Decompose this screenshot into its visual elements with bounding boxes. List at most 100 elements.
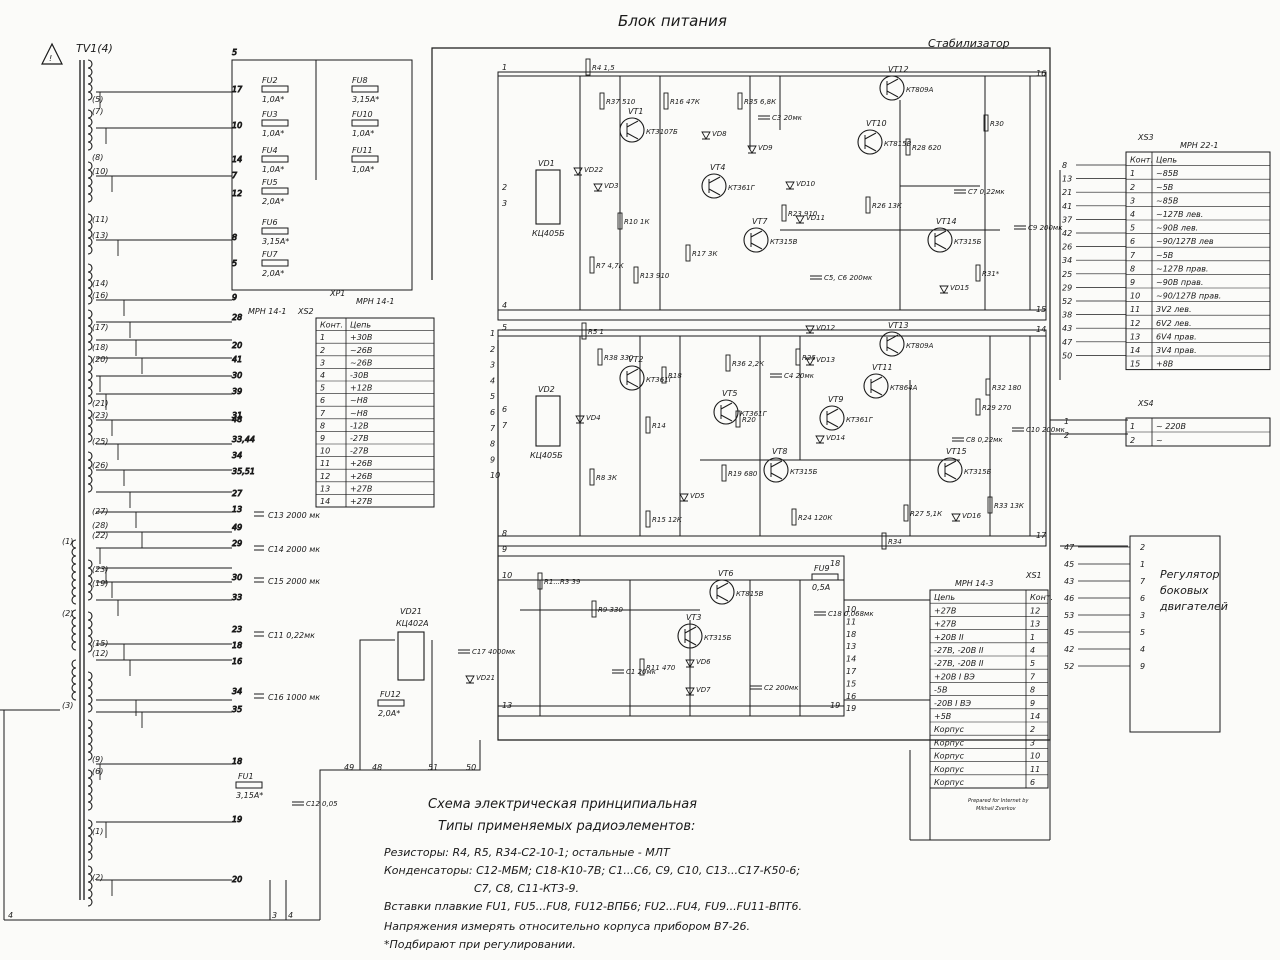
xs3-pin: 42 (1062, 229, 1072, 238)
xs3-cell: ~127В лев. (1156, 210, 1203, 219)
resistor: R29 270 (975, 398, 1012, 416)
xs3-pin: 52 (1062, 297, 1072, 306)
xs1-cell: 12 (1030, 606, 1040, 615)
xp1-cell: +26В (350, 459, 372, 468)
svg-text:C18 0,068мк: C18 0,068мк (828, 610, 874, 618)
xs1-cell: 5 (1030, 659, 1035, 668)
xs3-pin: 25 (1062, 270, 1072, 279)
svg-text:FU3: FU3 (262, 110, 278, 119)
left-pin-number: 12 (232, 189, 242, 198)
xs3-cell: 12 (1130, 319, 1140, 328)
svg-text:R1...R3 39: R1...R3 39 (544, 578, 581, 586)
xs1-cell: 8 (1030, 686, 1035, 695)
svg-text:R11 470: R11 470 (646, 664, 676, 672)
notes-line-5: Напряжения измерять относительно корпуса… (384, 920, 750, 933)
left-pin-number: 29 (232, 539, 242, 548)
connector-xp1: МРН 14-1 XS2 XP1 МРН 14-1 Конт.Цепь1+30В… (248, 289, 435, 508)
xs3-cell: 1 (1130, 169, 1135, 178)
primary-winding-label: (2) (62, 609, 73, 618)
left-pin-number: 35 (232, 705, 242, 714)
svg-text:C3 20мк: C3 20мк (772, 114, 803, 122)
svg-text:КТ3107Б: КТ3107Б (646, 128, 678, 136)
left-pin-number: 20 (232, 341, 242, 350)
capacitor: C4 20мк (770, 372, 815, 380)
winding-label: (13) (92, 231, 108, 240)
svg-text:R16 47К: R16 47К (670, 98, 701, 106)
regulator-label-2: боковых (1160, 584, 1209, 597)
regulator-pin: 42 (1064, 645, 1074, 654)
xs1-cell: 14 (1030, 712, 1040, 721)
resistor: R26 13К (865, 196, 903, 214)
winding-label: (5) (92, 95, 103, 104)
svg-text:КТ815В: КТ815В (736, 590, 764, 598)
svg-text:VT15: VT15 (946, 447, 967, 456)
winding-label: (18) (92, 343, 108, 352)
bottom-left-pin: 3 (272, 911, 277, 920)
resistor: R19 680 (721, 464, 758, 482)
svg-text:VD6: VD6 (696, 658, 711, 666)
svg-text:R24 120К: R24 120К (798, 514, 833, 522)
regulator-contact: 3 (1140, 611, 1145, 620)
xs1-cell: Корпус (934, 752, 965, 761)
xs1-cell: +20В II (934, 633, 964, 642)
xs1-pin: 13 (846, 642, 856, 651)
diode: VD14 (815, 434, 845, 444)
svg-text:КЦ402А: КЦ402А (396, 619, 429, 628)
xp1-cell: ~Н8 (350, 396, 368, 405)
svg-text:VD12: VD12 (816, 324, 836, 332)
capacitor: C1 20мк (612, 668, 657, 676)
xs1-cell: +27В (934, 606, 956, 615)
xs3-pin: 37 (1062, 215, 1073, 224)
left-pin-number: 41 (232, 355, 242, 364)
xs1-cell: Корпус (934, 738, 965, 747)
resistor: R10 1К (617, 212, 650, 230)
xs3-cell: 11 (1130, 305, 1140, 314)
xs1-cell: 1 (1030, 633, 1035, 642)
xs1-cell: 13 (1030, 620, 1040, 629)
diode: VD4 (575, 414, 601, 424)
svg-text:КТ315В: КТ315В (770, 238, 798, 246)
capacitor: C9 200мк (1014, 224, 1063, 232)
diode: VD21 (465, 674, 495, 684)
frame-pin: 16 (1036, 69, 1046, 78)
svg-text:VT9: VT9 (828, 395, 843, 404)
warning-triangle-icon: ! (41, 42, 63, 65)
xs4-pin: 2 (1064, 431, 1069, 440)
xs2-label: XS2 (297, 307, 314, 316)
svg-text:C2 200мк: C2 200мк (764, 684, 799, 692)
xs3-cell: 3 (1130, 196, 1135, 205)
frame-pin: 15 (1036, 305, 1046, 314)
resistor: R5 1 (581, 322, 604, 340)
xp1-cell: +30В (350, 333, 372, 342)
svg-text:FU6: FU6 (262, 218, 278, 227)
svg-text:R14: R14 (652, 422, 666, 430)
svg-text:FU9: FU9 (814, 564, 830, 573)
bottom-pin: 50 (466, 763, 476, 772)
xs3-pin: 29 (1062, 283, 1072, 292)
resistor: R25 (795, 348, 816, 366)
svg-text:VD21: VD21 (476, 674, 495, 682)
svg-text:КТ361Г: КТ361Г (646, 376, 674, 384)
xp1-cell: 3 (320, 358, 325, 367)
frame-pin: 9 (502, 545, 507, 554)
xs3-ref: XS3 (1137, 133, 1154, 142)
xp1-cell: 4 (320, 371, 325, 380)
winding-label: (20) (92, 355, 108, 364)
xs3-cell: ~5В (1156, 183, 1173, 192)
svg-text:КТ315Б: КТ315Б (704, 634, 732, 642)
regulator-contact: 1 (1140, 560, 1145, 569)
frame-pin: 8 (502, 529, 507, 538)
xs3-cell: Цепь (1156, 156, 1177, 165)
regulator-contact: 7 (1140, 577, 1146, 586)
svg-text:VT6: VT6 (718, 569, 733, 578)
xp1-cell: 2 (320, 346, 325, 355)
capacitor: C18 0,068мк (814, 610, 874, 618)
resistor: R38 330 (597, 348, 634, 366)
winding-label: (6) (92, 767, 103, 776)
diode: VD7 (685, 686, 711, 696)
frame-pin: 17 (1036, 531, 1047, 540)
svg-text:C1 20мк: C1 20мк (626, 668, 657, 676)
